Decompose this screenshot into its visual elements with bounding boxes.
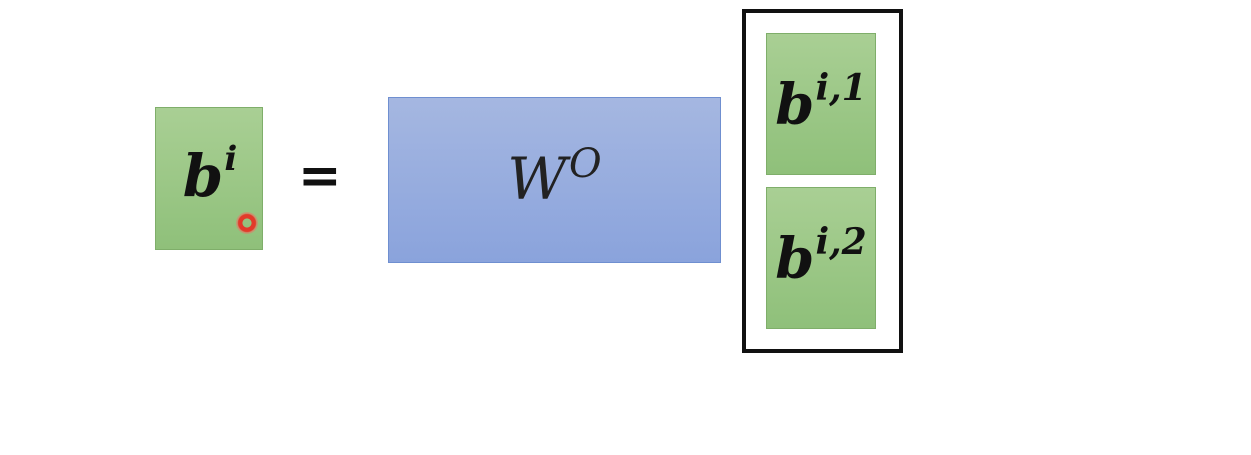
vector-b-i-1-base: b — [775, 71, 815, 138]
vector-b-i-label: bi — [183, 142, 237, 205]
matrix-w-o: WO — [388, 97, 721, 263]
vector-b-i-2: bi,2 — [766, 187, 876, 329]
concatenation-bracket — [742, 9, 903, 353]
vector-b-i: bi — [155, 107, 263, 250]
matrix-w-o-label: WO — [507, 144, 601, 208]
matrix-w-o-superscript: O — [568, 141, 602, 187]
vector-b-i-2-base: b — [775, 225, 815, 292]
vector-b-i-superscript: i — [224, 139, 238, 179]
vector-b-i-1: bi,1 — [766, 33, 876, 175]
matrix-w-o-base: W — [507, 145, 567, 213]
vector-b-i-1-superscript: i,1 — [815, 66, 867, 109]
vector-b-i-1-label: bi,1 — [775, 70, 866, 133]
pointer-cursor-icon — [236, 212, 258, 234]
vector-b-i-base: b — [182, 142, 224, 210]
vector-b-i-2-label: bi,2 — [775, 224, 866, 287]
equals-sign: = — [298, 146, 342, 206]
vector-b-i-2-superscript: i,2 — [815, 220, 867, 263]
